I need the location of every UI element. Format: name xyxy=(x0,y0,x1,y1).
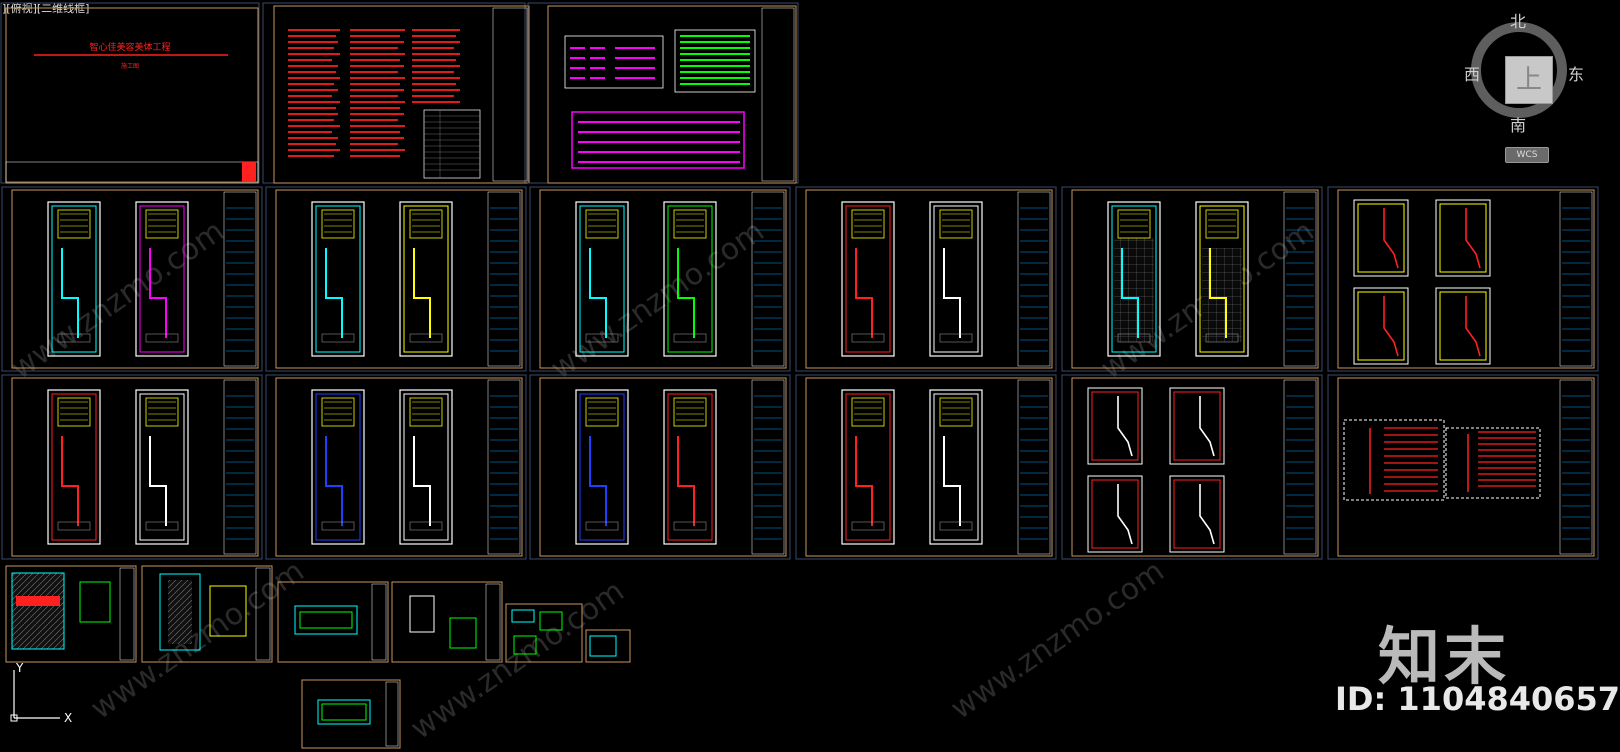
plan-sheet[interactable] xyxy=(1327,374,1599,560)
compass-ring[interactable] xyxy=(1471,22,1567,118)
compass-east-label[interactable]: 东 xyxy=(1568,65,1585,84)
plan-sheet[interactable] xyxy=(795,374,1057,560)
sheet-small-5[interactable] xyxy=(505,603,583,663)
plan-sheet[interactable] xyxy=(1061,374,1323,560)
navigation-cube[interactable]: 北 西 东 南 上 WCS xyxy=(1464,10,1588,163)
plan-sheet[interactable] xyxy=(1,374,263,560)
svg-text:www.znzmo.com: www.znzmo.com xyxy=(945,554,1171,727)
svg-text:www.znzmo.com: www.znzmo.com xyxy=(545,214,771,387)
watermark-brand-logo: 知末 xyxy=(1378,620,1511,693)
sheet-small-3[interactable] xyxy=(277,581,389,663)
compass-west-label[interactable]: 西 xyxy=(1464,65,1481,84)
ucs-icon: Y X xyxy=(10,661,72,725)
sheet-material-tables[interactable] xyxy=(527,2,799,184)
compass-north-label[interactable]: 北 xyxy=(1510,12,1527,31)
sheet-small-2[interactable] xyxy=(141,565,273,663)
sheet-small-7[interactable] xyxy=(301,679,401,749)
sheet-small-6[interactable] xyxy=(585,629,631,663)
plan-sheet[interactable] xyxy=(529,374,791,560)
sheet-cover[interactable]: 智心佳美容美体工程 施工图 xyxy=(0,2,260,184)
viewport-bracket: ] xyxy=(2,2,7,15)
sheet-design-notes[interactable] xyxy=(262,2,530,184)
ucs-x-label: X xyxy=(64,711,72,725)
plan-sheet[interactable] xyxy=(1,186,263,372)
plan-sheet[interactable] xyxy=(529,186,791,372)
svg-text:www.znzmo.com: www.znzmo.com xyxy=(405,574,631,747)
plan-sheet[interactable] xyxy=(1061,186,1323,372)
plan-sheet[interactable] xyxy=(1327,186,1599,372)
resource-id-label: ID: 1104840657 xyxy=(1335,680,1620,718)
plan-sheets[interactable] xyxy=(1,186,1599,560)
cover-subtitle: 施工图 xyxy=(121,62,139,70)
cube-top-face[interactable]: 上 xyxy=(1505,56,1553,104)
svg-text:www.znzmo.com: www.znzmo.com xyxy=(85,554,311,727)
sheet-small-4[interactable] xyxy=(391,581,503,663)
plan-sheet[interactable] xyxy=(265,186,527,372)
plan-sheet[interactable] xyxy=(795,186,1057,372)
sheet-small-1[interactable] xyxy=(5,565,137,663)
ucs-y-label: Y xyxy=(15,661,24,675)
plan-sheet[interactable] xyxy=(265,374,527,560)
compass-south-label[interactable]: 南 xyxy=(1510,116,1527,135)
cover-title: 智心佳美容美体工程 xyxy=(89,41,170,53)
wcs-menu-button[interactable]: WCS xyxy=(1505,147,1549,163)
svg-text:www.znzmo.com: www.znzmo.com xyxy=(5,214,231,387)
